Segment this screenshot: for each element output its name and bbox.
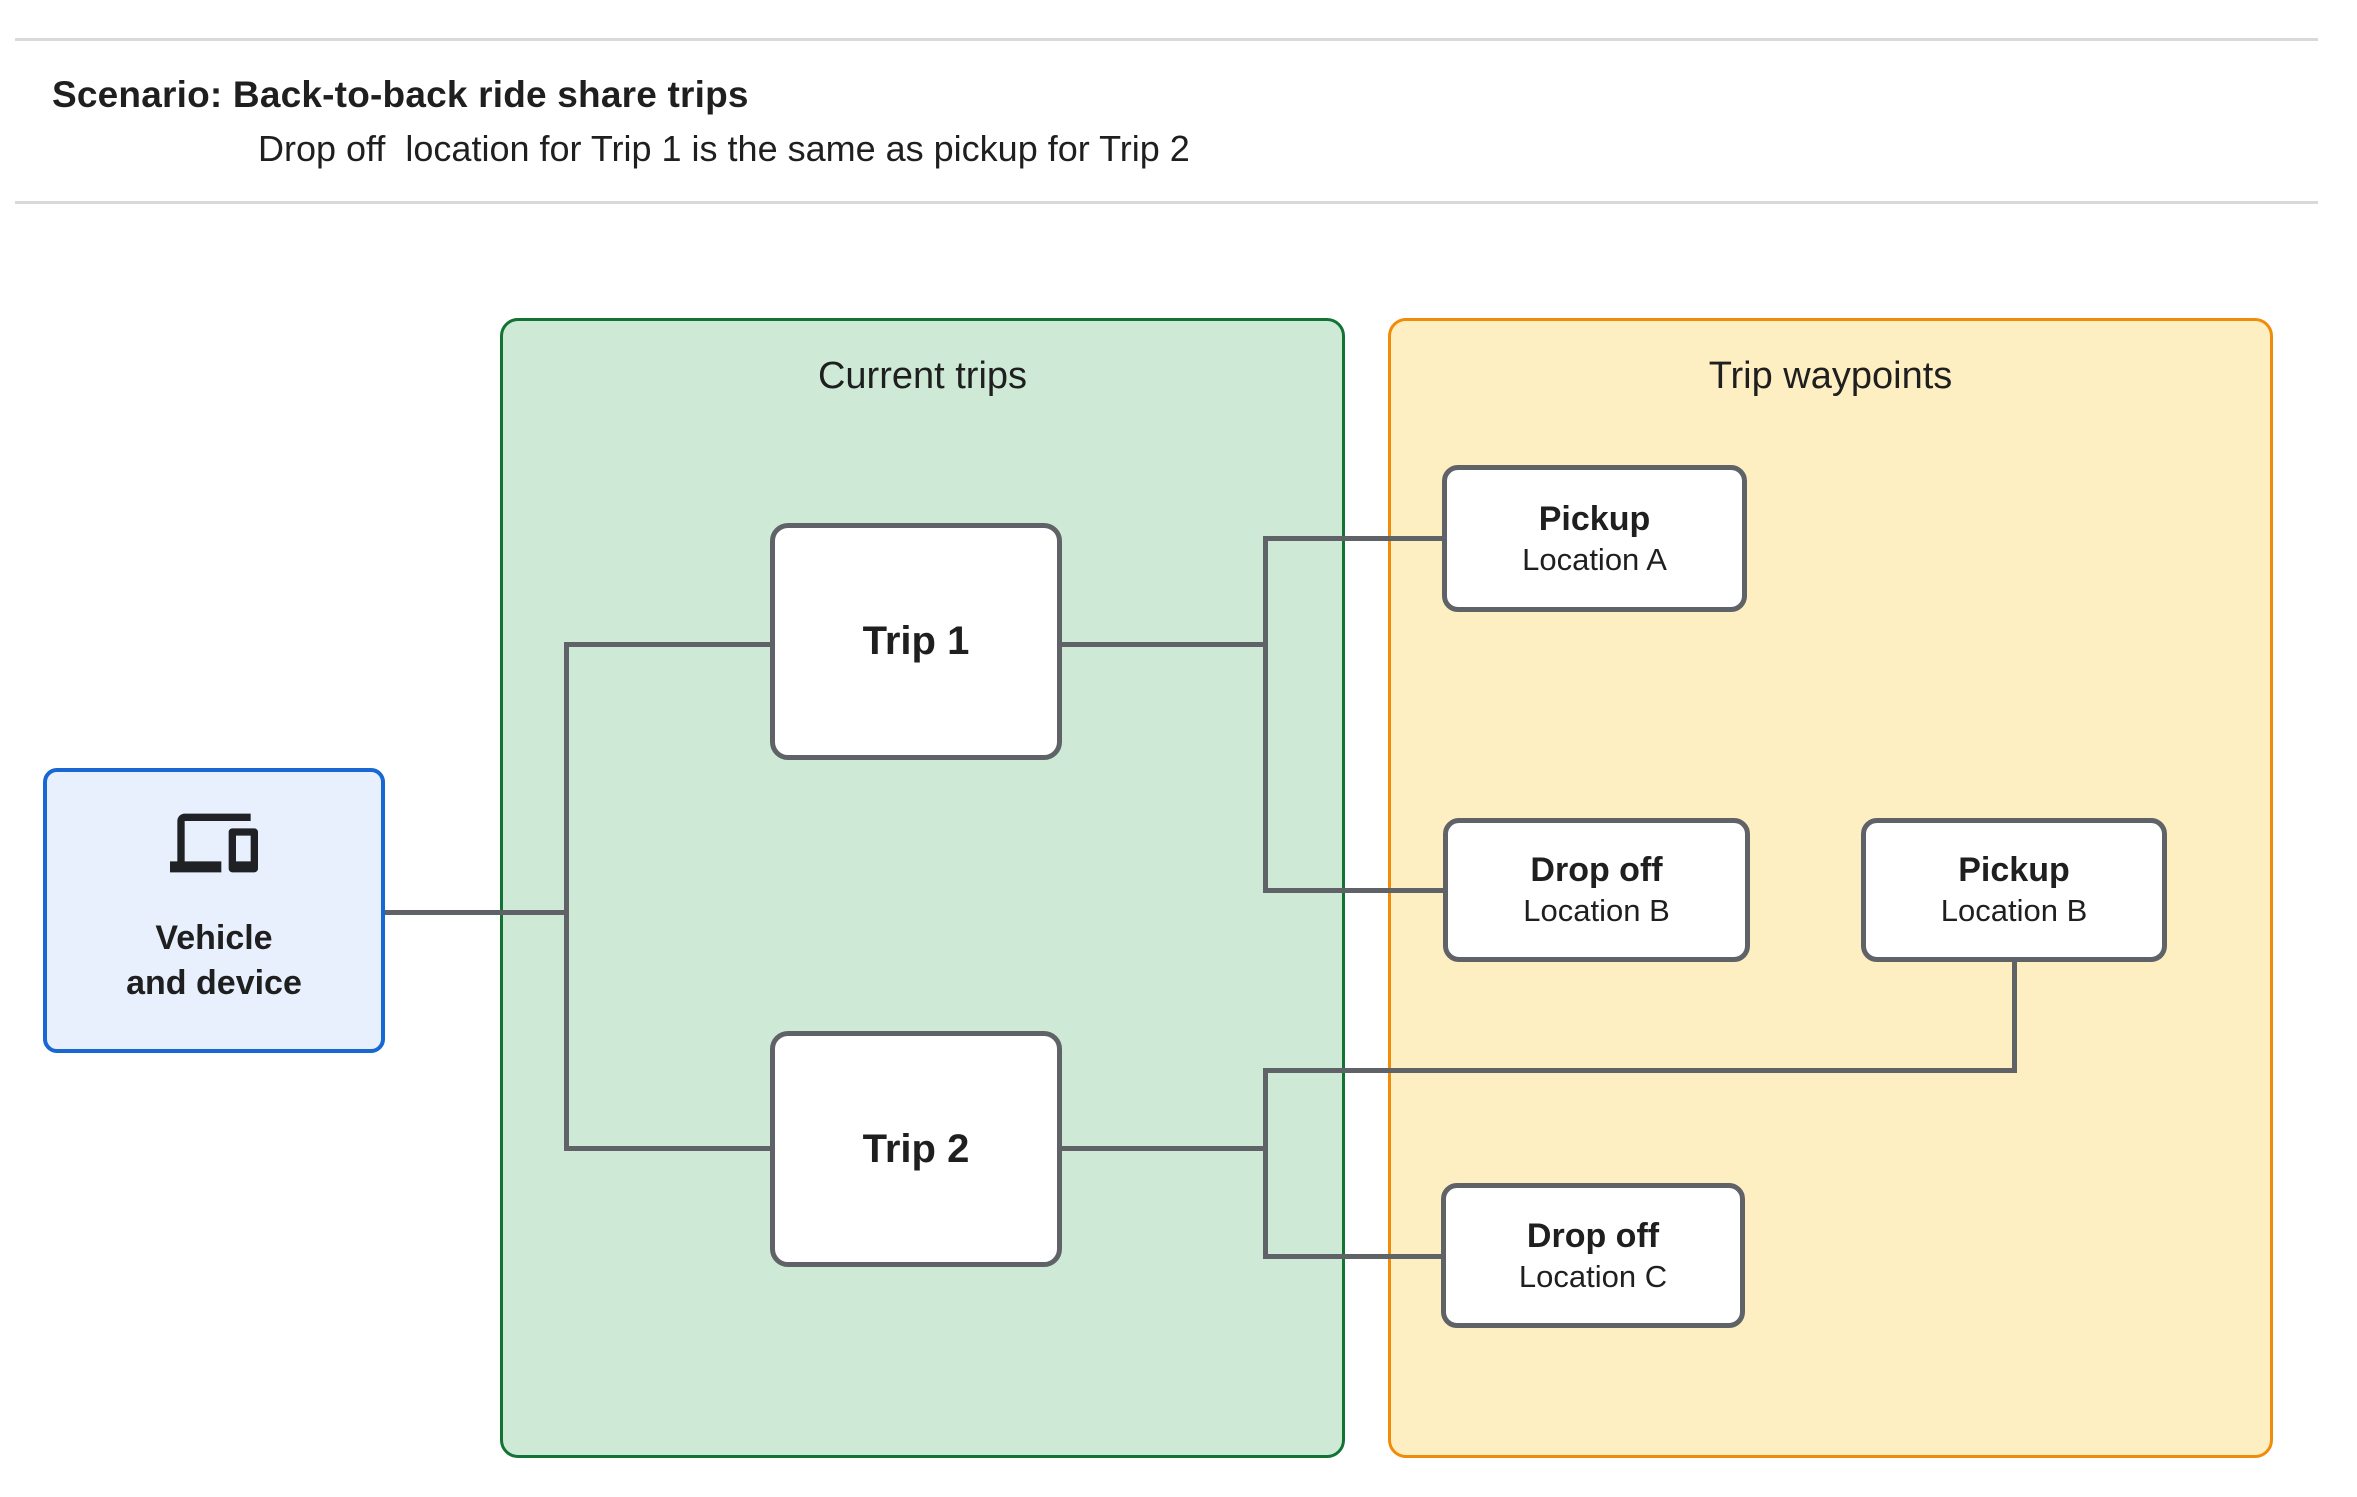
waypoint-subtitle: Location B [1523,893,1670,928]
connector-trip1-vertical [1263,536,1268,893]
waypoint-dropoff-location-b: Drop off Location B [1443,818,1750,962]
trip-1-node: Trip 1 [770,523,1062,760]
waypoint-title: Pickup [1538,499,1651,538]
connector-trip2-vertical [1263,1068,1268,1259]
waypoint-pickup-location-b: Pickup Location B [1861,818,2167,962]
waypoint-pickup-location-a: Pickup Location A [1442,465,1747,612]
connector-vehicle-to-junction [385,910,566,915]
waypoint-subtitle: Location A [1522,541,1667,577]
connector-junction-to-trip2 [564,1146,770,1151]
current-trips-group-title: Current trips [817,355,1028,397]
waypoint-subtitle: Location C [1518,1258,1668,1294]
connector-to-dropoff-b [1263,888,1443,893]
connector-junction-to-trip1 [564,642,770,647]
waypoint-title: Pickup [1958,851,2070,889]
waypoint-subtitle: Location B [1940,893,2088,928]
page-title: Scenario: Back-to-back ride share trips [52,74,749,115]
vehicle-device-label-line1: Vehicle [155,919,273,957]
waypoint-title: Drop off [1526,1216,1660,1255]
connector-to-dropoff-c [1263,1254,1441,1259]
trip-waypoints-group-title: Trip waypoints [1708,355,1953,397]
connector-trip1-out [1062,642,1268,647]
waypoint-dropoff-location-c: Drop off Location C [1441,1183,1745,1328]
vehicle-device-label-line2: and device [126,964,302,1002]
connector-to-pickup-a [1263,536,1442,541]
devices-icon [170,810,258,876]
current-trips-group: Current trips [500,318,1345,1458]
waypoint-title: Drop off [1530,851,1663,889]
connector-left-vertical [564,642,569,1151]
trip-2-label: Trip 2 [862,1126,970,1171]
connector-trip2-out [1062,1146,1268,1151]
page-subtitle: Drop off location for Trip 1 is the same… [258,128,1190,169]
connector-pickup-b-drop [2012,962,2017,1073]
header-divider-bottom [15,201,2318,204]
trip-1-label: Trip 1 [862,619,970,663]
trip-2-node: Trip 2 [770,1031,1062,1267]
vehicle-device-node: Vehicle and device [43,768,385,1053]
vehicle-device-label: Vehicle and device [126,916,302,1006]
connector-to-pickup-b-horizontal [1263,1068,2017,1073]
header-divider-top [15,38,2318,41]
